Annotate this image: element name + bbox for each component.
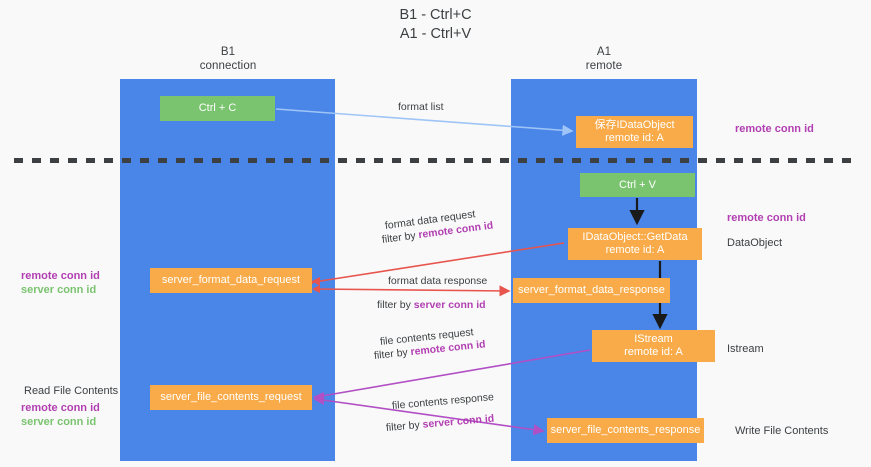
column-header-b1-role: connection: [199, 59, 257, 72]
node-server-format-data-request-label: server_format_data_request: [161, 274, 301, 286]
node-server-file-contents-request[interactable]: server_file_contents_request: [150, 385, 312, 410]
side-label-dataobject: DataObject: [727, 237, 783, 249]
filter-prefix: filter by: [381, 229, 420, 246]
side-label-write-file-contents: Write File Contents: [735, 425, 829, 437]
diagram-title: B1 - Ctrl+C A1 - Ctrl+V: [0, 6, 871, 44]
node-istream[interactable]: IStream remote id: A: [592, 330, 715, 362]
side-label-istream: Istream: [727, 343, 764, 355]
side-label-remote-conn-id-top: remote conn id: [735, 123, 814, 135]
filter-prefix: filter by: [373, 346, 412, 362]
side-label-left-remote-conn-id-1: remote conn id: [21, 270, 100, 282]
node-ctrl-v-label: Ctrl + V: [619, 178, 656, 191]
filter-value-server-conn-id: server conn id: [413, 299, 486, 311]
node-getdata-line1: IDataObject::GetData: [582, 231, 688, 243]
filter-prefix: filter by: [377, 299, 414, 311]
column-header-b1: B1 connection: [148, 46, 308, 73]
side-label-left-conn-ids-bottom: remote conn id server conn id: [21, 401, 100, 429]
column-header-a1-role: remote: [585, 59, 623, 72]
node-server-format-data-response-label: server_format_data_response: [518, 284, 665, 296]
side-label-left-server-conn-id-1: server conn id: [21, 284, 97, 296]
side-label-left-server-conn-id-2: server conn id: [21, 416, 97, 428]
edge-label-format-data-response: format data response: [388, 275, 488, 287]
side-label-left-remote-conn-id-2: remote conn id: [21, 402, 100, 414]
column-header-b1-name: B1: [220, 46, 236, 58]
node-server-format-data-response[interactable]: server_format_data_response: [513, 278, 670, 303]
diagram-title-line-2: A1 - Ctrl+V: [399, 26, 472, 42]
column-header-a1-name: A1: [596, 46, 612, 58]
node-ctrl-v[interactable]: Ctrl + V: [580, 173, 695, 197]
node-istream-line1: IStream: [634, 333, 673, 345]
edge-label-format-data-response-filter: filter by server conn id: [377, 298, 486, 312]
node-idataobject-line2: remote id: A: [605, 132, 664, 144]
filter-value-server-conn-id: server conn id: [422, 412, 495, 431]
node-istream-line2: remote id: A: [624, 346, 683, 358]
side-label-left-conn-ids-top: remote conn id server conn id: [21, 269, 100, 297]
node-getdata-line2: remote id: A: [605, 244, 665, 256]
diagram-title-line-1: B1 - Ctrl+C: [399, 7, 472, 23]
node-server-format-data-request[interactable]: server_format_data_request: [150, 268, 312, 293]
node-idataobject-getdata[interactable]: IDataObject::GetData remote id: A: [568, 228, 702, 260]
separator-dashed-line: [14, 158, 857, 163]
edge-label-file-contents-response: file contents response: [391, 391, 495, 412]
node-ctrl-c-label: Ctrl + C: [198, 102, 237, 114]
column-header-a1: A1 remote: [524, 46, 684, 73]
side-label-read-file-contents: Read File Contents: [24, 385, 119, 397]
node-server-file-contents-response[interactable]: server_file_contents_response: [547, 418, 704, 443]
edge-label-file-contents-response-filter: filter by server conn id: [385, 412, 494, 435]
edge-label-format-list: format list: [398, 101, 444, 113]
node-server-file-contents-response-label: server_file_contents_response: [550, 424, 701, 436]
node-server-file-contents-request-label: server_file_contents_request: [160, 391, 302, 403]
node-idataobject-line1: 保存IDataObject: [594, 119, 675, 131]
side-label-remote-conn-id-mid: remote conn id: [727, 212, 806, 224]
node-ctrl-c[interactable]: Ctrl + C: [160, 96, 275, 121]
filter-prefix: filter by: [385, 418, 424, 434]
node-idataobject[interactable]: 保存IDataObject remote id: A: [576, 116, 693, 148]
